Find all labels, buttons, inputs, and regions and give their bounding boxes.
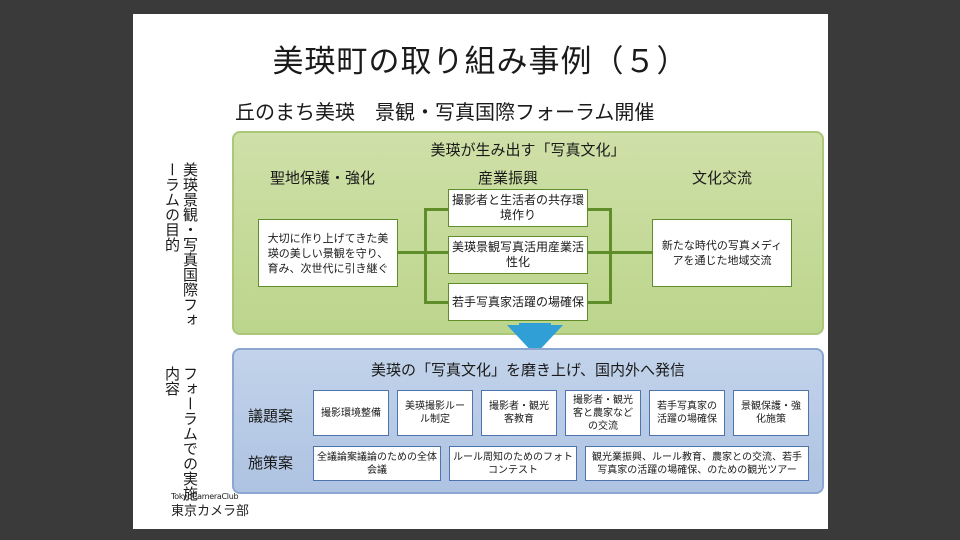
purpose-heading: 美瑛が生み出す「写真文化」 [430, 141, 626, 159]
connector [588, 251, 652, 254]
tokyo-camera-club-logo: TokyoCameraClub 東京カメラ部 [171, 492, 249, 519]
measures-label: 施策案 [248, 454, 294, 472]
subtitle: 丘のまち美瑛 景観・写真国際フォーラム開催 [235, 100, 655, 124]
agenda-item: 若手写真家の活躍の場確保 [649, 390, 725, 436]
forum-heading: 美瑛の「写真文化」を磨き上げ、国内外へ発信 [371, 361, 685, 379]
slide: 美瑛町の取り組み事例（５） 丘のまち美瑛 景観・写真国際フォーラム開催 美瑛景観… [133, 14, 828, 529]
column-heading-protection: 聖地保護・強化 [270, 169, 376, 187]
connector [588, 208, 612, 211]
industry-box-3: 若手写真家活躍の場確保 [448, 283, 588, 321]
connector [424, 301, 448, 304]
connector [424, 208, 448, 211]
logo-text-jp: 東京カメラ部 [171, 504, 250, 519]
purpose-label: 美瑛景観・写真国際フォーラムの目的 [163, 162, 199, 327]
purpose-panel: 美瑛が生み出す「写真文化」 聖地保護・強化 産業振興 文化交流 大切に作り上げて… [232, 131, 824, 335]
connector [398, 251, 448, 254]
column-heading-industry: 産業振興 [478, 169, 539, 187]
agenda-item: 撮影者・観光客と農家などの交流 [565, 390, 641, 436]
connector [424, 208, 427, 303]
connector [609, 208, 612, 303]
connector [588, 301, 612, 304]
agenda-label: 議題案 [248, 407, 294, 425]
agenda-item: 撮影環境整備 [313, 390, 389, 436]
measure-item: ルール周知のためのフォトコンテスト [449, 446, 577, 481]
forum-panel: 美瑛の「写真文化」を磨き上げ、国内外へ発信 議題案 施策案 撮影環境整備 美瑛撮… [232, 348, 824, 494]
agenda-item: 景観保護・強化施策 [733, 390, 809, 436]
agenda-item: 撮影者・観光客教育 [481, 390, 557, 436]
agenda-item: 美瑛撮影ルール制定 [397, 390, 473, 436]
industry-box-1: 撮影者と生活者の共存環境作り [448, 189, 588, 227]
industry-box-2: 美瑛景観写真活用産業活性化 [448, 236, 588, 274]
measure-item: 観光業振興、ルール教育、農家との交流、若手写真家の活躍の場確保、のための観光ツア… [585, 446, 809, 481]
column-heading-culture: 文化交流 [692, 169, 753, 187]
culture-box: 新たな時代の写真メディアを通じた地域交流 [652, 219, 792, 287]
forum-label: フォーラムでの実施内容 [163, 366, 199, 501]
page-title: 美瑛町の取り組み事例（５） [272, 44, 689, 80]
measure-item: 全議論案議論のための全体会議 [313, 446, 441, 481]
protection-box: 大切に作り上げてきた美瑛の美しい景観を守り、育み、次世代に引き継ぐ [258, 219, 398, 287]
logo-text-en: TokyoCameraClub [171, 492, 239, 501]
